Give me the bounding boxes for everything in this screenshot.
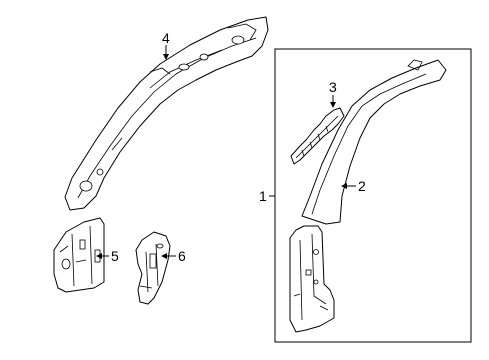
callout-4: 4	[162, 30, 170, 46]
callout-6: 6	[178, 248, 186, 264]
arrowhead-4	[163, 54, 169, 60]
callout-3: 3	[329, 79, 337, 95]
arrowhead-5	[96, 253, 102, 259]
part-1-hinge-pillar	[289, 225, 335, 333]
arrowhead-3	[330, 102, 336, 108]
callout-5: 5	[111, 248, 119, 264]
arrowhead-6	[161, 253, 167, 259]
arrowhead-2	[341, 183, 347, 189]
part-3-reinforcement	[290, 107, 345, 165]
part-6-bracket	[135, 231, 171, 305]
part-4-pillar-inner	[64, 16, 269, 211]
part-5-bracket	[53, 217, 105, 293]
callout-1: 1	[259, 188, 267, 204]
callout-2: 2	[358, 178, 366, 194]
part-2-pillar-trim	[301, 59, 447, 225]
